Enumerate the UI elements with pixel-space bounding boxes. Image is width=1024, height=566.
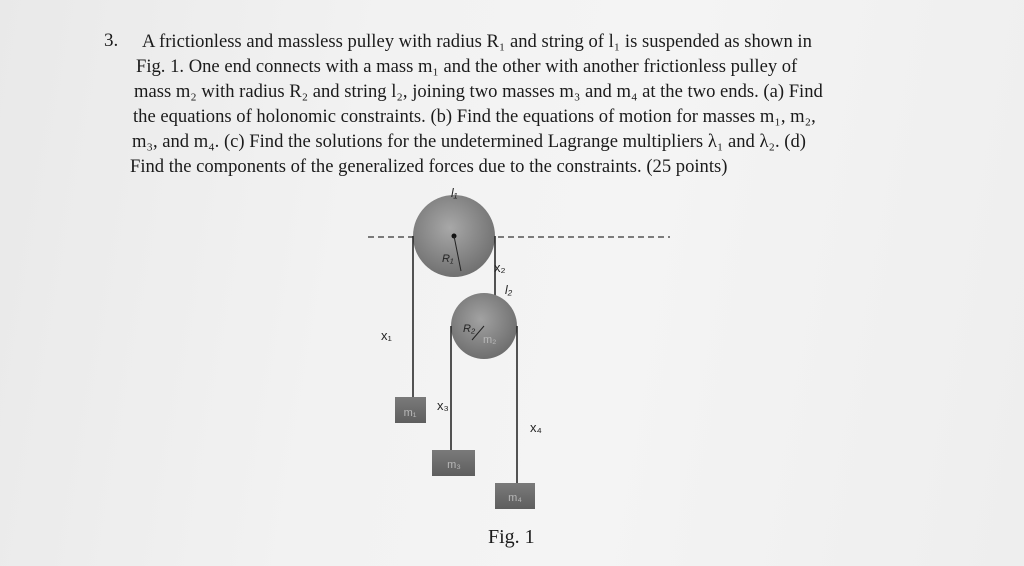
mass-m4-block <box>495 483 535 509</box>
label-x3: x₃ <box>437 398 449 413</box>
label-R2: R₂ <box>463 323 476 335</box>
label-m2: m₂ <box>483 334 496 346</box>
mass-m1-label: m₁ <box>404 407 417 419</box>
problem-line-2: Fig. 1. One end connects with a mass m₁ … <box>136 56 798 77</box>
mass-m4-label: m₄ <box>508 492 522 504</box>
problem-number: 3. <box>104 30 119 51</box>
problem-line-1: A frictionless and massless pulley with … <box>142 31 812 52</box>
problem-line-5: m₃, and m₄. (c) Find the solutions for t… <box>132 131 806 152</box>
label-R1: R₁ <box>442 253 454 265</box>
mass-m3-label: m₃ <box>447 459 461 471</box>
problem-line-4: the equations of holonomic constraints. … <box>133 106 816 127</box>
label-l2: l₂ <box>505 283 513 297</box>
mass-m3-block <box>432 450 475 476</box>
figure-caption: Fig. 1 <box>488 526 535 548</box>
label-x2: x₂ <box>494 260 506 275</box>
label-x4: x₄ <box>530 420 542 435</box>
mass-m1-block <box>395 397 426 423</box>
problem-text: A frictionless and massless pulley with … <box>130 26 823 177</box>
problem-line-3: mass m₂ with radius R₂ and string l₂, jo… <box>134 81 823 102</box>
label-l1: l₁ <box>451 186 458 200</box>
problem-line-6: Find the components of the generalized f… <box>130 156 728 177</box>
label-x1: x₁ <box>381 328 393 343</box>
pulley-1-radius-line <box>453 235 462 272</box>
pulley-2-radius-line <box>471 325 485 341</box>
